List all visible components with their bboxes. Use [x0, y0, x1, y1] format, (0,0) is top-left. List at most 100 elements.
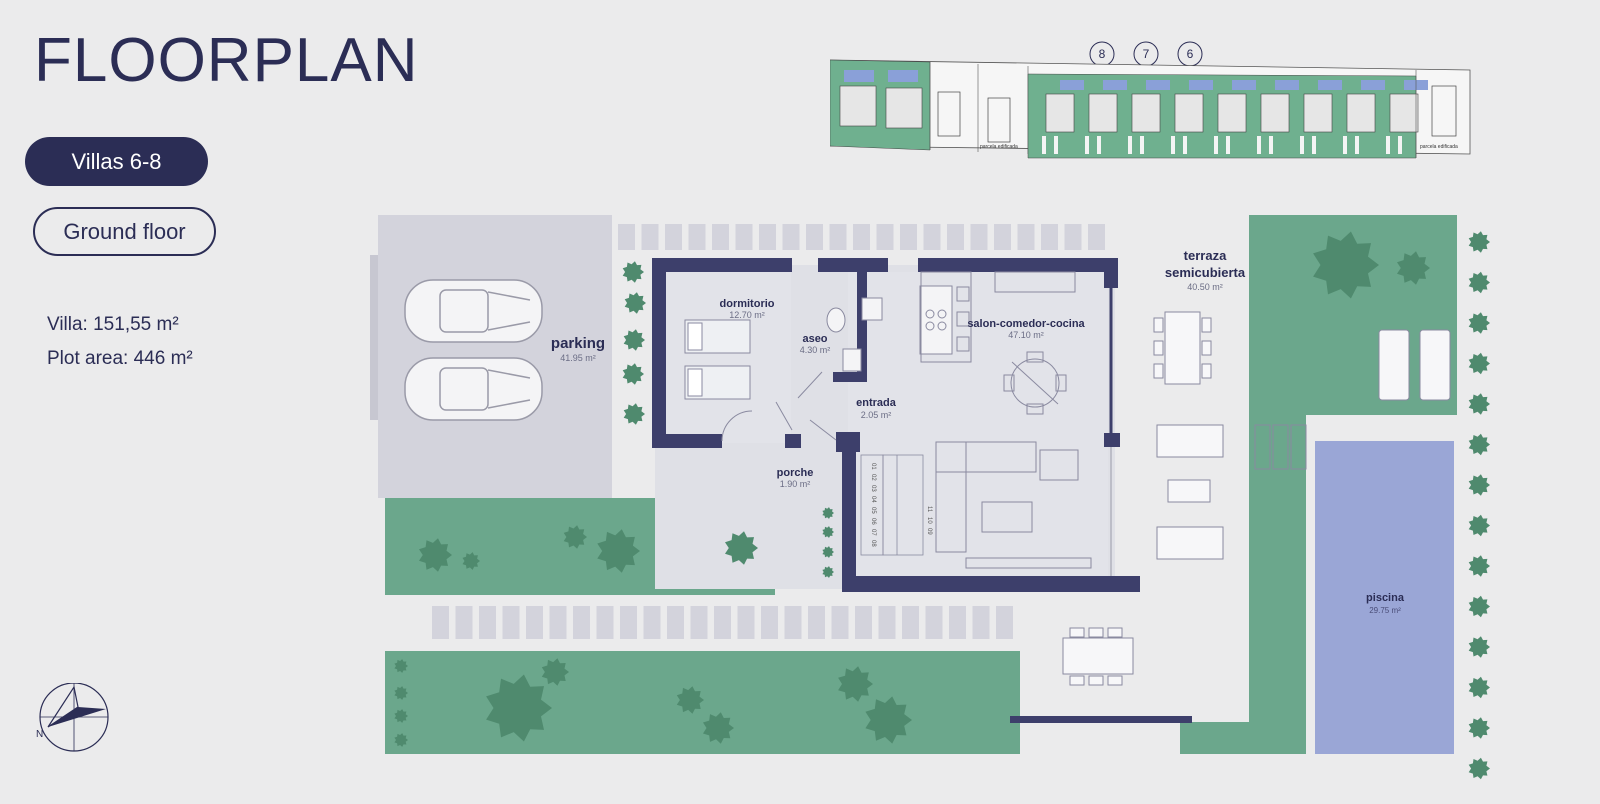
- room-name-terraza-1: terraza: [1184, 248, 1227, 263]
- tree-icon: [1468, 555, 1490, 577]
- tree-icon: [394, 733, 408, 747]
- tree-icon: [1468, 514, 1490, 537]
- living-furniture: [935, 441, 1092, 569]
- tree-icon: [394, 686, 408, 700]
- room-name-parking: parking: [551, 335, 605, 352]
- stair-step-number: 03: [870, 485, 876, 492]
- tree-icon: [622, 261, 644, 283]
- tree-icon: [394, 659, 408, 673]
- bathroom-fixtures: [826, 285, 953, 372]
- room-area-piscina: 29.75 m²: [1369, 606, 1401, 615]
- marker-label: 8: [1099, 47, 1106, 61]
- trees: [394, 231, 1490, 780]
- villa-area: Villa: 151,55 m²: [47, 314, 179, 335]
- tree-icon: [822, 566, 834, 578]
- beds: [684, 319, 751, 400]
- stair-step-number: 01: [870, 463, 876, 470]
- tree-icon: [676, 686, 704, 714]
- site-lot-label: parcela edificada: [980, 144, 1018, 150]
- tree-icon: [1468, 636, 1490, 658]
- tree-icon: [623, 329, 645, 351]
- room-area-parking: 41.95 m²: [560, 353, 596, 363]
- room-name-entrada: entrada: [856, 397, 897, 409]
- terrace-sofas: [1156, 424, 1224, 560]
- sun-loungers: [1254, 329, 1451, 470]
- tree-icon: [394, 709, 408, 723]
- stair-step-number: 05: [870, 507, 876, 514]
- site-map[interactable]: 8 7 6 parcela edificada parcela edificad…: [830, 40, 1502, 164]
- tree-icon: [541, 658, 569, 686]
- outdoor-table: [1062, 627, 1134, 686]
- plot-area: Plot area: 446 m²: [47, 348, 193, 369]
- stair-step-number: 07: [870, 529, 876, 536]
- stair-step-number: 08: [870, 540, 876, 547]
- floor-selector-button[interactable]: Ground floor: [33, 207, 216, 256]
- room-area-aseo: 4.30 m²: [800, 345, 831, 355]
- stair-step-number: 10: [926, 517, 932, 524]
- stair-step-number: 06: [870, 518, 876, 525]
- tree-icon: [838, 666, 873, 702]
- staircase: [860, 454, 924, 556]
- room-name-aseo: aseo: [802, 333, 827, 345]
- tree-icon: [703, 712, 734, 744]
- area-stats: Villa: 151,55 m² Plot area: 446 m²: [47, 308, 193, 376]
- compass-icon: N: [36, 683, 109, 752]
- room-area-terraza: 40.50 m²: [1187, 282, 1223, 292]
- room-area-salon: 47.10 m²: [1008, 330, 1044, 340]
- tree-icon: [563, 525, 587, 549]
- tree-icon: [822, 526, 834, 538]
- tree-icon: [419, 538, 452, 572]
- room-name-terraza-2: semicubierta: [1165, 265, 1246, 280]
- tree-icon: [1468, 433, 1490, 456]
- room-name-porche: porche: [777, 467, 814, 479]
- room-area-porche: 1.90 m²: [780, 479, 811, 489]
- tree-icon: [1397, 251, 1430, 285]
- tree-icon: [1468, 352, 1490, 375]
- tree-icon: [624, 292, 646, 314]
- site-lot-label: parcela edificada: [1420, 144, 1458, 150]
- stair-step-number: 11: [926, 506, 932, 513]
- tree-icon: [822, 546, 834, 558]
- tree-icon: [1468, 474, 1490, 496]
- tree-icon: [1468, 717, 1490, 739]
- tree-icon: [1468, 757, 1490, 780]
- stair-step-number: 04: [870, 496, 876, 503]
- tree-icon: [1468, 595, 1490, 618]
- room-area-dormitorio: 12.70 m²: [729, 310, 765, 320]
- villa-selector-button[interactable]: Villas 6-8: [25, 137, 208, 186]
- tree-icon: [1468, 312, 1490, 334]
- tree-icon: [1468, 393, 1490, 415]
- compass-north-label: N: [36, 729, 43, 740]
- pool: [1315, 441, 1454, 754]
- tree-icon: [822, 507, 834, 519]
- room-name-salon: salon-comedor-cocina: [967, 318, 1085, 330]
- terrace-table: [1153, 311, 1212, 385]
- car-icon: [404, 357, 543, 421]
- marker-label: 7: [1143, 47, 1150, 61]
- room-name-piscina: piscina: [1366, 592, 1405, 604]
- tree-icon: [1468, 231, 1490, 253]
- tree-icon: [1468, 676, 1490, 699]
- tree-icon: [623, 403, 645, 425]
- stair-step-number: 02: [870, 474, 876, 481]
- kitchen: [920, 271, 1076, 363]
- tree-icon: [462, 552, 480, 570]
- tree-icon: [865, 696, 912, 744]
- marker-label: 6: [1187, 47, 1194, 61]
- paving-bottom: [432, 606, 1013, 639]
- tree-icon: [597, 529, 640, 573]
- page-title: FLOORPLAN: [34, 26, 419, 95]
- parking-area: [378, 215, 612, 498]
- doors: [721, 371, 837, 442]
- room-name-dormitorio: dormitorio: [720, 298, 775, 310]
- dining-table: [1003, 351, 1067, 415]
- stair-step-number: 09: [926, 528, 932, 535]
- tree-icon: [486, 674, 552, 742]
- car-icon: [404, 279, 543, 343]
- tree-icon: [1313, 231, 1379, 299]
- paving-top: [618, 224, 1105, 250]
- tree-icon: [1468, 271, 1490, 294]
- garden-bottom: [385, 651, 1020, 754]
- tree-icon: [725, 531, 758, 565]
